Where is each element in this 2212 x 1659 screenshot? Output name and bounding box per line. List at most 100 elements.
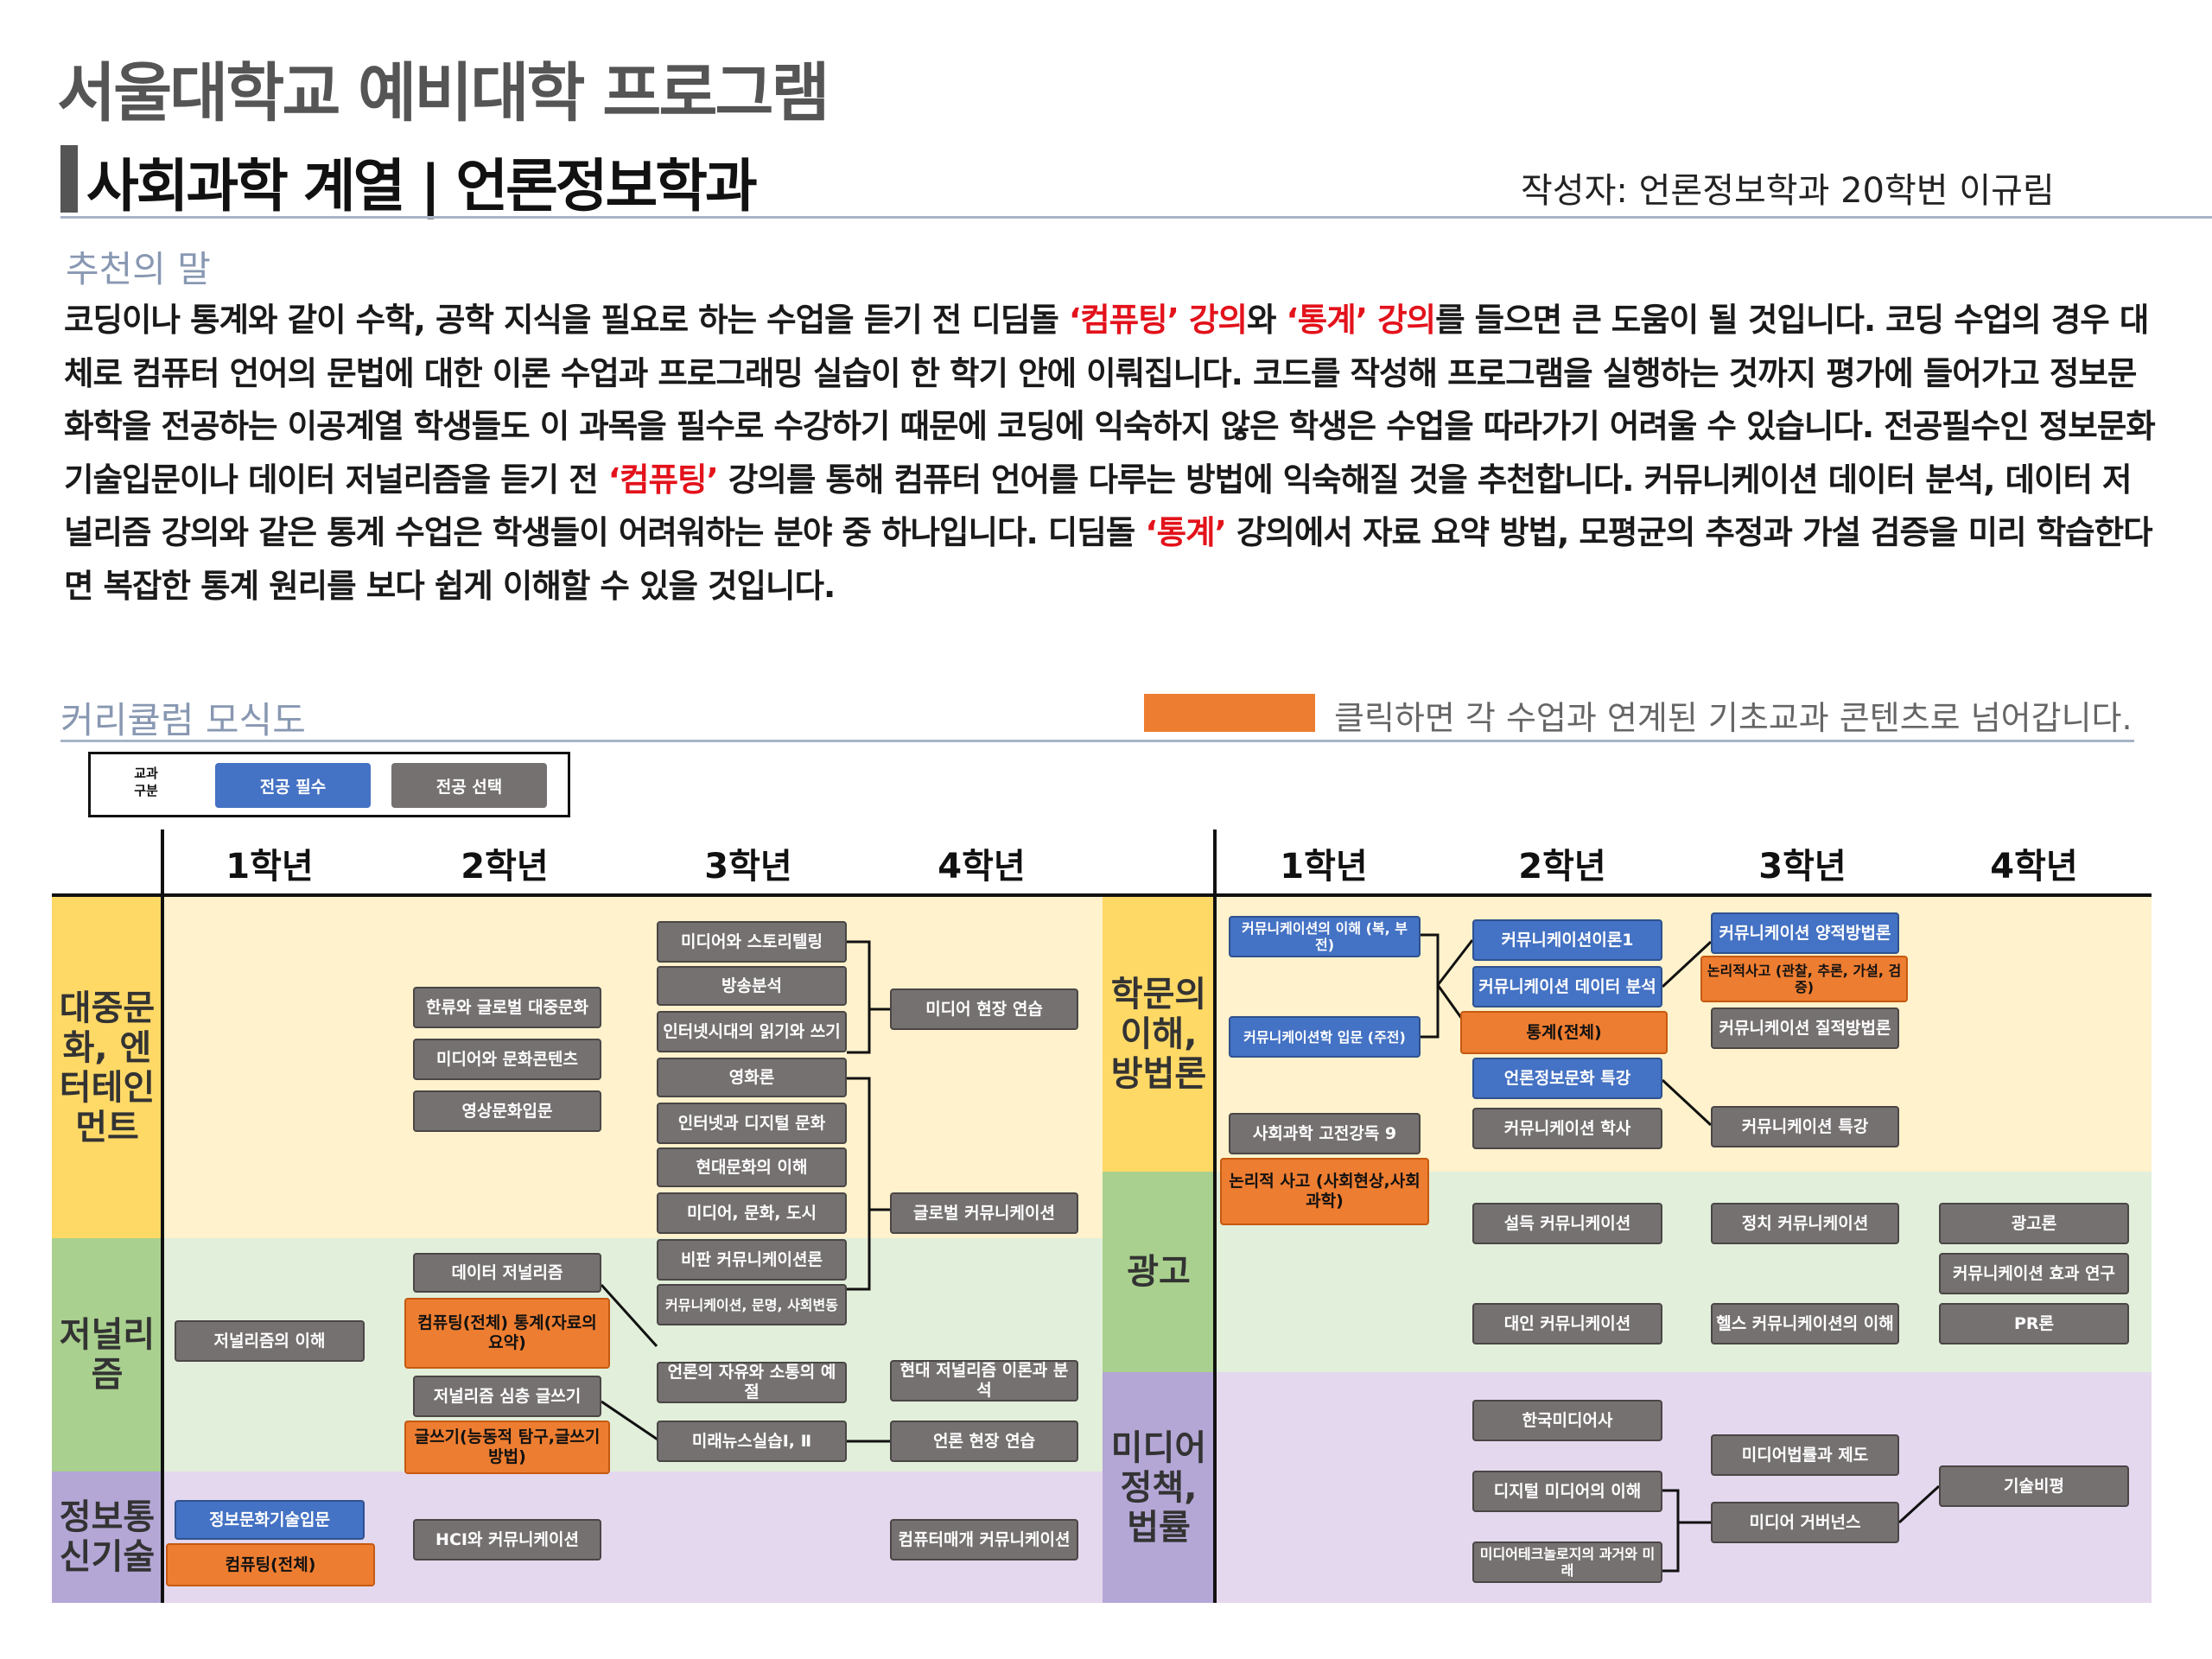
course-computing-stats-link[interactable]: 컴퓨팅(전체) 통계(자료의 요약) <box>404 1298 610 1369</box>
course-comm-history[interactable]: 커뮤니케이션 학사 <box>1472 1108 1662 1149</box>
course-media-field-practice[interactable]: 미디어 현장 연습 <box>890 988 1078 1030</box>
course-computer-mediated-comm[interactable]: 컴퓨터매개 커뮤니케이션 <box>890 1519 1078 1560</box>
key-elective: 전공 선택 <box>391 763 547 808</box>
course-logical-thinking-2-link[interactable]: 논리적사고 (관찰, 추론, 가설, 검증) <box>1700 956 1908 1002</box>
course-global-communication[interactable]: 글로벌 커뮤니케이션 <box>890 1192 1078 1234</box>
course-media-storytelling[interactable]: 미디어와 스토리텔링 <box>657 921 847 963</box>
course-broadcast-analysis[interactable]: 방송분석 <box>657 966 847 1006</box>
year-header: 3학년 <box>1758 847 1847 887</box>
header-divider <box>60 216 2212 219</box>
course-data-journalism[interactable]: 데이터 저널리즘 <box>413 1253 601 1293</box>
computing-link[interactable]: ‘컴퓨팅’ 강의 <box>1068 301 1248 339</box>
course-pr[interactable]: PR론 <box>1939 1303 2129 1344</box>
para-text: 를 들으면 큰 도움이 될 것입니다. 코딩 수업의 경우 대체로 컴퓨터 언어… <box>64 301 2156 499</box>
row-label-bg <box>52 897 162 1238</box>
course-political-comm[interactable]: 정치 커뮤니케이션 <box>1711 1203 1899 1244</box>
course-free-speech[interactable]: 언론의 자유와 소통의 예절 <box>657 1362 847 1403</box>
course-comm-intro[interactable]: 커뮤니케이션학 입문 (주전) <box>1229 1016 1421 1058</box>
row-label-policy-law: 미디어 정책, 법률 <box>1110 1427 1207 1548</box>
course-interpersonal[interactable]: 대인 커뮤니케이션 <box>1472 1303 1662 1344</box>
course-media-tech-past-future[interactable]: 미디어테크놀로지의 과거와 미래 <box>1472 1541 1662 1583</box>
course-visual-culture-intro[interactable]: 영상문화입문 <box>413 1090 601 1132</box>
course-quant-methods[interactable]: 커뮤니케이션 양적방법론 <box>1711 912 1899 954</box>
course-writing-link[interactable]: 글쓰기(능동적 탐구,글쓰기 방법) <box>404 1421 610 1474</box>
year-header: 4학년 <box>938 847 1026 887</box>
row-label-bg <box>1103 1372 1215 1603</box>
course-persuasion[interactable]: 설득 커뮤니케이션 <box>1472 1203 1662 1244</box>
computing-link[interactable]: ‘컴퓨팅’ <box>607 460 719 499</box>
row-label-advertising: 광고 <box>1127 1252 1191 1292</box>
course-press-field-practice[interactable]: 언론 현장 연습 <box>890 1421 1078 1462</box>
course-advertising[interactable]: 광고론 <box>1939 1203 2129 1244</box>
page-title: 서울대학교 예비대학 프로그램 <box>57 56 830 130</box>
course-logical-thinking-link[interactable]: 논리적 사고 (사회현상,사회과학) <box>1220 1158 1429 1225</box>
curriculum-heading: 커리큘럼 모식도 <box>60 699 306 741</box>
curriculum-divider <box>60 740 2134 742</box>
course-modern-journalism[interactable]: 현대 저널리즘 이론과 분석 <box>890 1360 1078 1402</box>
subtitle-bar <box>60 145 78 213</box>
course-critical-communication[interactable]: 비판 커뮤니케이션론 <box>657 1239 847 1281</box>
course-type-key: 교과 구분 전공 필수 전공 선택 <box>88 752 570 817</box>
course-media-governance[interactable]: 미디어 거버넌스 <box>1711 1502 1899 1543</box>
course-journalism-intro[interactable]: 저널리즘의 이해 <box>175 1320 365 1362</box>
course-stats-link[interactable]: 통계(전체) <box>1460 1011 1668 1054</box>
recommendation-heading: 추천의 말 <box>66 248 211 290</box>
para-text: 강의를 통해 컴퓨터 언어를 다루는 방법에 익숙해질 것을 추천합니다. 커뮤… <box>64 460 2133 552</box>
para-text: 와 <box>1246 301 1287 339</box>
year-header: 3학년 <box>704 847 792 887</box>
row-label-bg <box>1103 897 1215 1172</box>
course-hallyu-global-pop[interactable]: 한류와 글로벌 대중문화 <box>413 987 601 1028</box>
row-label-journalism: 저널리즘 <box>59 1315 156 1395</box>
row-label-bg <box>52 1471 162 1603</box>
key-label: 교과 구분 <box>134 766 158 798</box>
course-info-culture-tech[interactable]: 정보문화기술입문 <box>175 1500 365 1540</box>
course-media-law[interactable]: 미디어법률과 제도 <box>1711 1434 1899 1476</box>
year-header: 1학년 <box>1280 847 1368 887</box>
author-credit: 작성자: 언론정보학과 20학번 이규림 <box>1521 171 2055 211</box>
row-label-bg <box>52 1238 162 1471</box>
header-rule <box>52 893 1103 897</box>
para-text: 코딩이나 통계와 같이 수학, 공학 지식을 필요로 하는 수업을 듣기 전 디… <box>64 301 1069 339</box>
course-comm-data-analysis[interactable]: 커뮤니케이션 데이터 분석 <box>1472 966 1662 1007</box>
course-future-news-lab[interactable]: 미래뉴스실습Ⅰ, Ⅱ <box>657 1421 847 1462</box>
course-hci-communication[interactable]: HCI와 커뮤니케이션 <box>413 1519 601 1560</box>
row-label-bg <box>1103 1172 1215 1372</box>
course-internet-digital-culture[interactable]: 인터넷과 디지털 문화 <box>657 1103 847 1144</box>
row-label-ict: 정보통신기술 <box>59 1497 156 1577</box>
course-comm-effects[interactable]: 커뮤니케이션 효과 연구 <box>1939 1253 2129 1294</box>
label-column-rule <box>161 830 164 1603</box>
year-header: 2학년 <box>1518 847 1606 887</box>
course-digital-media[interactable]: 디지털 미디어의 이해 <box>1472 1471 1662 1512</box>
row-label-pop-culture: 대중문화, 엔터테인먼트 <box>59 988 156 1147</box>
course-comm-special[interactable]: 커뮤니케이션 특강 <box>1711 1106 1899 1147</box>
year-header: 1학년 <box>226 847 314 887</box>
header-rule <box>1103 893 2152 897</box>
year-header: 4학년 <box>1990 847 2078 887</box>
course-tech-critique[interactable]: 기술비평 <box>1939 1465 2129 1507</box>
course-film-theory[interactable]: 영화론 <box>657 1058 847 1097</box>
course-in-depth-writing[interactable]: 저널리즘 심층 글쓰기 <box>413 1376 601 1417</box>
course-qual-methods[interactable]: 커뮤니케이션 질적방법론 <box>1711 1007 1899 1049</box>
course-special-lecture[interactable]: 언론정보문화 특강 <box>1472 1058 1662 1099</box>
course-media-culture-city[interactable]: 미디어, 문화, 도시 <box>657 1192 847 1234</box>
course-social-science-classics[interactable]: 사회과학 고전강독 9 <box>1229 1113 1421 1154</box>
stats-link[interactable]: ‘통계’ 강의 <box>1286 301 1437 339</box>
course-media-cultural-content[interactable]: 미디어와 문화콘텐츠 <box>413 1039 601 1080</box>
course-computing-link[interactable]: 컴퓨팅(전체) <box>166 1543 375 1586</box>
course-communication-social-change[interactable]: 커뮤니케이션, 문명, 사회변동 <box>657 1284 847 1325</box>
course-comm-understanding[interactable]: 커뮤니케이션의 이해 (복, 부전) <box>1229 916 1421 957</box>
key-required: 전공 필수 <box>215 763 371 808</box>
row-label-methodology: 학문의 이해, 방법론 <box>1110 975 1207 1094</box>
label-column-rule <box>1213 830 1217 1603</box>
course-comm-theory-1[interactable]: 커뮤니케이션이론1 <box>1472 919 1662 961</box>
year-header: 2학년 <box>461 847 549 887</box>
page-subtitle: 사회과학 계열 | 언론정보학과 <box>86 153 758 219</box>
para-text: 강의에서 자료 요약 방법, 모평균의 추정과 가설 검증을 미리 학습한다면 … <box>64 513 2153 605</box>
linked-course-swatch <box>1144 694 1315 732</box>
course-health-comm[interactable]: 헬스 커뮤니케이션의 이해 <box>1711 1303 1899 1344</box>
row-band <box>162 897 1103 1238</box>
course-internet-era-reading[interactable]: 인터넷시대의 읽기와 쓰기 <box>657 1011 847 1052</box>
stats-link[interactable]: ‘통계’ <box>1145 513 1226 551</box>
course-modern-culture[interactable]: 현대문화의 이해 <box>657 1147 847 1187</box>
course-korean-media-history[interactable]: 한국미디어사 <box>1472 1400 1662 1441</box>
